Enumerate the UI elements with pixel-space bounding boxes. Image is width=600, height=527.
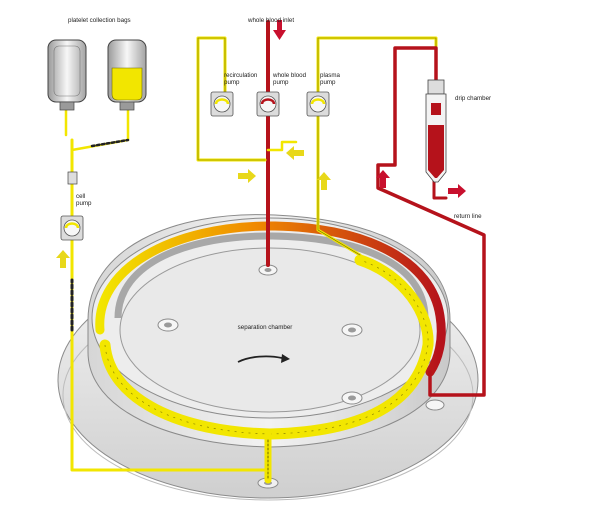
return-line-out — [432, 178, 448, 200]
bag-clamp — [67, 171, 78, 185]
cell-pump: cell pump — [60, 193, 92, 241]
platelet-bag-left — [47, 39, 87, 111]
whole-blood-pump-label-1: whole blood — [272, 72, 307, 79]
arrow-return-up — [376, 170, 390, 188]
arrow-plasma-left — [286, 146, 304, 160]
plasma-channel — [99, 254, 434, 440]
tubing — [64, 20, 486, 484]
whole-blood-pump: whole blood pump — [256, 72, 307, 117]
plasma-pump-label-2: pump — [320, 79, 336, 86]
cell-pump-label-2: pump — [76, 200, 92, 207]
plasma-pump-label-1: plasma — [320, 72, 341, 79]
separation-chamber: separation chamber — [57, 214, 479, 501]
whole-blood-inlet-label: whole blood inlet — [247, 17, 294, 24]
chamber-inner-wall — [114, 232, 429, 319]
recirculation-pump-label-2: pump — [224, 79, 240, 86]
arrow-inlet-down — [273, 20, 286, 40]
flow-arrows — [56, 20, 466, 268]
arrow-return-out — [448, 184, 466, 198]
platelet-bag-right — [107, 39, 147, 111]
drip-chamber: drip chamber — [425, 79, 491, 183]
platelet-bags-label: platelet collection bags — [68, 17, 131, 24]
pumps: recirculation pump whole blood pump plas… — [60, 72, 341, 241]
platelet-collection-bags: platelet collection bags — [47, 17, 147, 185]
separation-band — [95, 221, 446, 377]
recirculation-pump-label-1: recirculation — [224, 72, 258, 79]
whole-blood-pump-label-2: pump — [273, 79, 289, 86]
recirculation-line-outline — [197, 37, 266, 161]
rotation-arrowhead — [281, 354, 290, 363]
return-line-label: return line — [454, 213, 482, 220]
separation-chamber-label: separation chamber — [238, 324, 293, 331]
arrow-recirc-right — [238, 169, 256, 183]
blood-to-drip-line — [266, 140, 298, 152]
plasma-pump: plasma pump — [306, 72, 341, 117]
drip-chamber-label: drip chamber — [455, 95, 491, 102]
return-line — [376, 46, 486, 397]
cell-pump-label-1: cell — [76, 193, 85, 200]
rotation-arrow — [237, 355, 283, 363]
bag-manifold-dashes — [90, 138, 130, 148]
arrow-cell-up — [56, 250, 70, 268]
arrow-plasma-up — [317, 172, 331, 190]
recirculation-pump: recirculation pump — [210, 72, 258, 117]
